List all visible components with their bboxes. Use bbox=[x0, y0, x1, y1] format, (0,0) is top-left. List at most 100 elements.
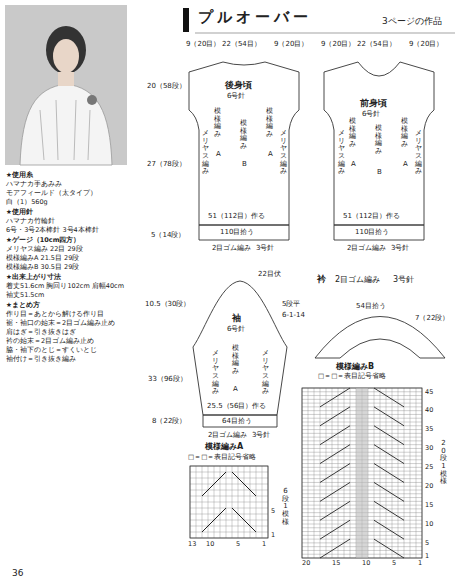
chart-grid bbox=[302, 388, 422, 558]
brooch bbox=[87, 95, 97, 105]
dimension-label: 30 bbox=[425, 445, 433, 452]
piece-note: 6号針 bbox=[227, 92, 245, 100]
instruction-text: 着丈51.6cm 胸回り102cm 肩幅40cm bbox=[6, 283, 124, 290]
instruction-text: ハマナカ竹輪針 bbox=[6, 218, 55, 225]
dimension-label: 2目ゴム編み bbox=[347, 244, 386, 252]
page-number: 36 bbox=[12, 568, 23, 578]
dimension-label: 51（112目）作る bbox=[343, 212, 400, 220]
dimension-label: 5 bbox=[271, 508, 275, 515]
outline bbox=[203, 415, 277, 427]
dimension-label: 22（54目） bbox=[357, 40, 396, 48]
dimension-label: 5段平 bbox=[282, 300, 300, 308]
piece-name: 前身頃 bbox=[360, 98, 387, 108]
dimension-label: A bbox=[216, 150, 221, 158]
dimension-label: 3号針 bbox=[252, 431, 270, 439]
dimension-label: 1 bbox=[425, 553, 429, 560]
dimension-label: 10 bbox=[362, 560, 370, 567]
outline bbox=[315, 358, 445, 359]
instruction-text: メリヤス編み 22目 29段 bbox=[6, 246, 83, 253]
piece-name: 衿 bbox=[317, 274, 326, 284]
dimension-label: 110目拾う bbox=[355, 228, 389, 236]
dimension-label: 2目ゴム編み bbox=[212, 244, 251, 252]
instruction-text: 模様編みB 30.5目 29段 bbox=[6, 264, 79, 271]
piece-name: 袖 bbox=[232, 313, 241, 323]
dimension-label: 9（20目） bbox=[186, 40, 220, 48]
dimension-label: 模様編み bbox=[232, 345, 239, 376]
dimension-label: B bbox=[377, 168, 382, 176]
instruction-text: 衿の始末＝2目ゴム編み止め bbox=[6, 338, 94, 345]
dimension-label: 模様編み bbox=[266, 108, 273, 139]
sweater-pattern bbox=[40, 100, 90, 160]
dimension-label: 20 bbox=[425, 483, 433, 490]
dimension-label: 22目伏 bbox=[258, 270, 281, 278]
outline bbox=[340, 339, 420, 358]
title-bar bbox=[183, 8, 189, 32]
instruction-text: ★使用針 bbox=[6, 209, 33, 216]
outline bbox=[315, 317, 445, 359]
dimension-label: 1 bbox=[271, 532, 275, 539]
dimension-label: 8（22段） bbox=[152, 417, 186, 425]
dimension-label: 20（58段） bbox=[147, 82, 186, 90]
dimension-label: メリヤス編み bbox=[280, 130, 287, 176]
outline bbox=[199, 225, 289, 240]
dimension-label: 64目拾う bbox=[222, 417, 252, 425]
dimension-label: 2目ゴム編み bbox=[208, 431, 247, 439]
dimension-label: 模様編み bbox=[214, 108, 221, 139]
dimension-label: A bbox=[351, 160, 356, 168]
instruction-text: 脇・袖下のとじ＝すくいとじ bbox=[6, 347, 97, 354]
dimension-label: 5 bbox=[236, 541, 240, 548]
dimension-label: 5（14段） bbox=[151, 231, 185, 239]
instruction-text: 裾・袖口の始末＝2目ゴム編み止め bbox=[6, 320, 115, 327]
sweater bbox=[20, 84, 112, 165]
dimension-label: メリヤス編み bbox=[212, 350, 219, 396]
dimension-label: 10 bbox=[425, 521, 433, 528]
dimension-label: メリヤス編み bbox=[262, 350, 269, 396]
outline bbox=[324, 62, 434, 225]
piece-note: □＝□＝表目記号省略 bbox=[318, 373, 386, 380]
dimension-label: 3号針 bbox=[256, 244, 274, 252]
instruction-text: 模様編みA 21.5目 29段 bbox=[6, 255, 79, 262]
dimension-label: 54目拾う bbox=[356, 302, 386, 310]
dimension-label: 15 bbox=[425, 502, 433, 509]
dimension-label: 35 bbox=[425, 426, 433, 433]
dimension-label: B bbox=[242, 160, 247, 168]
dimension-label: 20 bbox=[302, 560, 310, 567]
dimension-label: 45 bbox=[425, 389, 433, 396]
outline bbox=[334, 225, 424, 240]
piece-name: 模様編みB bbox=[336, 362, 374, 371]
dimension-label: 1 bbox=[418, 560, 422, 567]
instruction-text: 肩はぎ＝引き抜きはぎ bbox=[6, 329, 76, 336]
outline bbox=[189, 62, 299, 225]
dimension-label: 15 bbox=[332, 560, 340, 567]
dimension-label: 5 bbox=[425, 540, 429, 547]
instruction-text: 袖付け＝引き抜き編み bbox=[6, 356, 76, 363]
dimension-label: 9（20目） bbox=[274, 40, 308, 48]
dimension-label: 9（20目） bbox=[409, 40, 443, 48]
dimension-label: 9（20目） bbox=[321, 40, 355, 48]
instruction-text: ★使用糸 bbox=[6, 172, 33, 179]
instruction-text: ★ゲージ（10cm四方） bbox=[6, 237, 81, 244]
dimension-label: メリヤス編み bbox=[338, 130, 345, 176]
dimension-label: 6-1-14 bbox=[282, 311, 305, 319]
dimension-label: 模様編み bbox=[401, 118, 408, 149]
title-rule bbox=[195, 33, 455, 34]
instruction-text: 作り目＝あとから解ける作り目 bbox=[6, 311, 104, 318]
dimension-label: A bbox=[268, 150, 273, 158]
photo bbox=[5, 5, 127, 165]
piece-note: 6号針 bbox=[362, 110, 380, 118]
instruction-text: モアフィールド（太タイプ） bbox=[6, 190, 97, 197]
dimension-label: 10 bbox=[206, 541, 214, 548]
dimension-label: 25 bbox=[425, 464, 433, 471]
dimension-label: 1 bbox=[262, 541, 266, 548]
dimension-label: A bbox=[403, 160, 408, 168]
piece-name: 模様編みA bbox=[205, 442, 243, 451]
dimension-label: 40 bbox=[425, 407, 433, 414]
instruction-text: 白（1）560g bbox=[6, 199, 48, 206]
instruction-text: ★出来上がり寸法 bbox=[6, 274, 61, 281]
hair bbox=[46, 26, 86, 74]
neck bbox=[58, 72, 74, 86]
dimension-label: 13 bbox=[188, 541, 196, 548]
dimension-label: 7（22段） bbox=[415, 314, 449, 322]
dimension-label: メリヤス編み bbox=[202, 130, 209, 176]
dimension-label: 27（78段） bbox=[147, 160, 186, 168]
